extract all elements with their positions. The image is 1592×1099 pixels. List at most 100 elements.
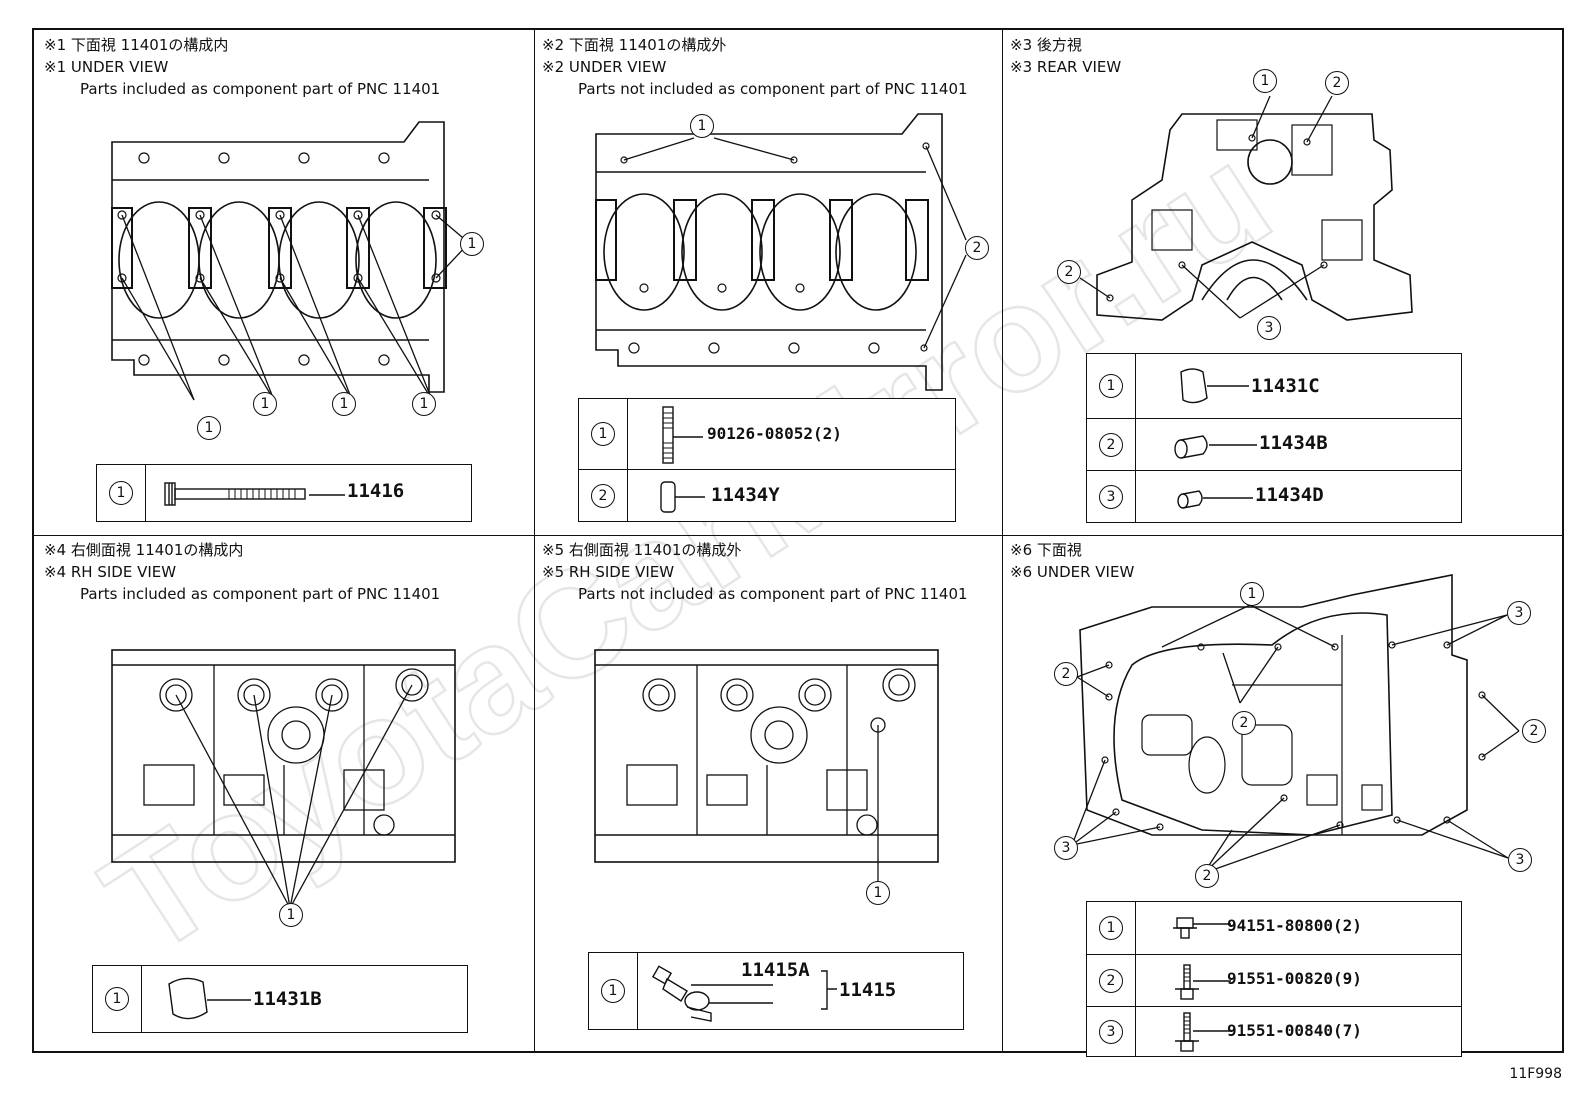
engine-block-under-view xyxy=(595,113,967,391)
callout-1: 1 xyxy=(1240,582,1264,606)
callout-1: 1 xyxy=(109,481,133,505)
callout-1: 1 xyxy=(197,416,221,440)
dowel-pin-icon xyxy=(1174,435,1257,459)
callout-1: 1 xyxy=(460,232,484,256)
parts-table: 1 90126-08052(2) 2 11434Y xyxy=(578,398,956,522)
engine-block-rh-side xyxy=(111,649,456,909)
stud-bolt-icon xyxy=(662,406,703,464)
caption-note: Parts not included as component part of … xyxy=(578,80,968,98)
panel-caption: ※1 下面視 11401の構成内 ※1 UNDER VIEW Parts inc… xyxy=(44,34,440,100)
panel-caption: ※3 後方視 ※3 REAR VIEW xyxy=(1010,34,1121,78)
assembly-number: 11415 xyxy=(839,979,897,1001)
callout-2: 2 xyxy=(1057,260,1081,284)
parts-row: 3 91551-00840(7) xyxy=(1087,1006,1461,1056)
parts-row: 2 91551-00820(9) xyxy=(1087,954,1461,1006)
engine-block-under-view xyxy=(111,121,470,401)
bolt-icon xyxy=(164,482,306,506)
caption-jp: ※5 右側面視 11401の構成外 xyxy=(542,541,742,559)
callout-1: 1 xyxy=(412,392,436,416)
caption-en: ※2 UNDER VIEW xyxy=(542,58,667,76)
expansion-plug-icon xyxy=(1180,368,1249,404)
parts-table: 1 11431C 2 11434B 3 11434D xyxy=(1086,353,1462,523)
parts-row: 3 11434D xyxy=(1087,470,1461,522)
oil-control-valve-icon xyxy=(651,965,773,1022)
divider xyxy=(534,30,535,1051)
bolt-icon xyxy=(1175,964,1231,1000)
parts-table: 1 94151-80800(2) 2 91551-00820(9) 3 xyxy=(1086,901,1462,1057)
callout-1: 1 xyxy=(105,987,129,1011)
part-number: 11434Y xyxy=(711,484,780,506)
caption-note: Parts included as component part of PNC … xyxy=(80,80,441,98)
caption-note: Parts not included as component part of … xyxy=(578,585,968,603)
oil-pan-under-view xyxy=(1071,574,1520,874)
caption-jp: ※1 下面視 11401の構成内 xyxy=(44,36,229,54)
panel-rh-side-included: ※4 右側面視 11401の構成内 ※4 RH SIDE VIEW Parts … xyxy=(34,535,534,1055)
flange-bolt-icon xyxy=(1173,917,1231,939)
part-number: 91551-00840(7) xyxy=(1227,1021,1362,1040)
callout-3: 3 xyxy=(1054,836,1078,860)
row-index: 1 xyxy=(579,399,628,469)
part-number: 11415A xyxy=(741,959,810,981)
part-number: 94151-80800(2) xyxy=(1227,916,1362,935)
callout-1: 1 xyxy=(1099,374,1123,398)
callout-2: 2 xyxy=(965,236,989,260)
callout-1: 1 xyxy=(601,979,625,1003)
part-number: 11434D xyxy=(1255,484,1324,506)
dowel-pin-icon xyxy=(660,481,705,513)
caption-en: ※3 REAR VIEW xyxy=(1010,58,1122,76)
divider xyxy=(34,535,1562,536)
row-index: 1 xyxy=(97,465,146,521)
parts-row: 1 11431C xyxy=(1087,354,1461,418)
parts-row: 2 11434Y xyxy=(579,469,955,521)
part-number: 11431B xyxy=(253,988,322,1010)
engine-block-rear-view xyxy=(1079,95,1413,321)
callout-1: 1 xyxy=(591,422,615,446)
callout-2: 2 xyxy=(1099,968,1123,993)
panel-under-view-not-included: ※2 下面視 11401の構成外 ※2 UNDER VIEW Parts not… xyxy=(534,30,1002,535)
callout-2: 2 xyxy=(1195,864,1219,888)
panel-under-view-included: ※1 下面視 11401の構成内 ※1 UNDER VIEW Parts inc… xyxy=(34,30,534,535)
callout-1: 1 xyxy=(1253,69,1277,93)
callout-3: 3 xyxy=(1508,848,1532,872)
leader-line xyxy=(309,494,345,496)
callout-3: 3 xyxy=(1099,1019,1123,1044)
parts-row: 2 11434B xyxy=(1087,418,1461,470)
row-index: 1 xyxy=(1087,354,1136,418)
dowel-pin-icon xyxy=(1177,490,1253,509)
bracket-line xyxy=(821,970,837,1010)
caption-en: ※6 UNDER VIEW xyxy=(1010,563,1135,581)
panel-caption: ※4 右側面視 11401の構成内 ※4 RH SIDE VIEW Parts … xyxy=(44,539,440,605)
parts-row: 1 90126-08052(2) xyxy=(579,399,955,469)
row-index: 3 xyxy=(1087,471,1136,522)
caption-note: Parts included as component part of PNC … xyxy=(80,585,441,603)
figure-code: 11F998 xyxy=(1509,1066,1562,1082)
row-index: 3 xyxy=(1087,1007,1136,1056)
caption-en: ※4 RH SIDE VIEW xyxy=(44,563,177,581)
caption-en: ※5 RH SIDE VIEW xyxy=(542,563,675,581)
callout-3: 3 xyxy=(1257,316,1281,340)
panel-caption: ※5 右側面視 11401の構成外 ※5 RH SIDE VIEW Parts … xyxy=(542,539,968,605)
callout-1: 1 xyxy=(1099,916,1123,940)
callout-2: 2 xyxy=(1232,711,1256,735)
row-index: 1 xyxy=(1087,902,1136,954)
panel-caption: ※6 下面視 ※6 UNDER VIEW xyxy=(1010,539,1134,583)
callout-1: 1 xyxy=(332,392,356,416)
row-index: 1 xyxy=(589,953,638,1029)
caption-jp: ※6 下面視 xyxy=(1010,541,1082,559)
parts-table: 1 11416 xyxy=(96,464,472,522)
row-index: 2 xyxy=(1087,955,1136,1006)
row-index: 2 xyxy=(579,470,628,521)
caption-jp: ※4 右側面視 11401の構成内 xyxy=(44,541,244,559)
callout-3: 3 xyxy=(1099,484,1123,509)
callout-3: 3 xyxy=(1507,601,1531,625)
callout-1: 1 xyxy=(690,114,714,138)
part-number: 90126-08052(2) xyxy=(707,424,842,443)
callout-1: 1 xyxy=(279,903,303,927)
parts-row: 1 11431B xyxy=(93,966,467,1032)
part-number: 11431C xyxy=(1251,375,1320,397)
bolt-icon xyxy=(1175,1012,1231,1052)
divider xyxy=(1002,30,1003,1051)
row-index: 2 xyxy=(1087,419,1136,470)
parts-table: 1 11415A 11415 xyxy=(588,952,964,1030)
caption-jp: ※3 後方視 xyxy=(1010,36,1082,54)
